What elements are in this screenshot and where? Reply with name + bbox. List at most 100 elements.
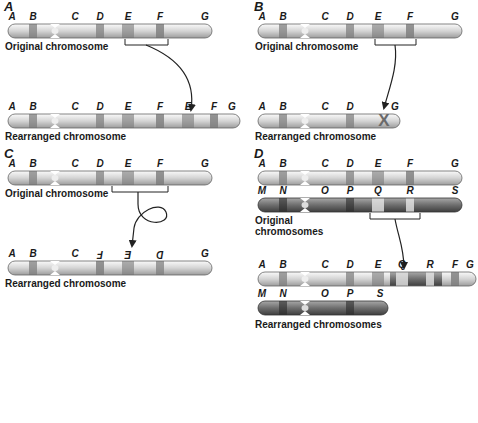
gene-label: D <box>96 102 103 112</box>
band <box>406 24 414 38</box>
arrow <box>384 45 396 108</box>
centromere <box>302 276 309 282</box>
gene-label: C <box>321 159 328 169</box>
chromosome <box>8 114 240 128</box>
caption: Rearranged chromosome <box>255 131 376 142</box>
band <box>96 114 104 128</box>
centromere <box>300 198 310 212</box>
chromosome-outline <box>258 198 462 212</box>
gene-label: E <box>125 12 132 22</box>
gene-label: F <box>407 12 413 22</box>
centromere <box>52 118 59 124</box>
band <box>182 114 194 128</box>
chromosome <box>8 261 212 275</box>
chromosome-body <box>258 272 476 286</box>
gene-label: M <box>258 289 266 299</box>
caption: Original chromosome <box>5 41 108 52</box>
gene-label: P <box>347 289 354 299</box>
gene-label: E <box>125 102 132 112</box>
bracket <box>370 213 420 219</box>
band <box>372 24 384 38</box>
band <box>372 171 384 185</box>
gene-label: G <box>201 12 209 22</box>
gene-label: D <box>346 12 353 22</box>
centromere <box>300 24 310 38</box>
gene-label: G <box>201 159 209 169</box>
chromosome-body <box>258 198 462 212</box>
band <box>372 198 384 212</box>
inverted-gene-label: E <box>125 249 132 259</box>
chromosome-outline <box>258 171 462 185</box>
band <box>279 114 287 128</box>
chromosome <box>258 24 462 38</box>
band <box>346 24 354 38</box>
chromosome-body <box>8 114 240 128</box>
gene-label: E <box>375 260 382 270</box>
centromere <box>302 175 309 181</box>
centromere <box>50 261 60 275</box>
gene-label: C <box>71 102 78 112</box>
gene-label: B <box>279 159 286 169</box>
gene-label: F <box>407 159 413 169</box>
band <box>346 171 354 185</box>
deletion-mark: X <box>378 112 389 129</box>
band <box>451 272 459 286</box>
gene-label: G <box>201 249 209 259</box>
band <box>96 171 104 185</box>
band <box>279 24 287 38</box>
gene-label: A <box>8 102 15 112</box>
gene-label: R <box>426 260 433 270</box>
gene-label: S <box>377 289 384 299</box>
arrow <box>146 45 192 110</box>
gene-label: N <box>279 289 286 299</box>
chromosome-body <box>258 171 462 185</box>
gene-label: D <box>346 102 353 112</box>
chromosome-body <box>8 171 212 185</box>
centromere <box>50 171 60 185</box>
gene-label: C <box>321 260 328 270</box>
gene-label: F <box>211 102 217 112</box>
band <box>406 171 414 185</box>
band <box>29 114 37 128</box>
gene-label: M <box>258 186 266 196</box>
caption: Rearranged chromosome <box>5 278 126 289</box>
gene-label: E <box>125 159 132 169</box>
chromosome-outline <box>8 171 212 185</box>
gene-label: A <box>8 159 15 169</box>
centromere <box>50 114 60 128</box>
band <box>156 171 164 185</box>
band <box>279 198 287 212</box>
band <box>346 272 354 286</box>
loop-arrow <box>132 192 167 246</box>
chromosome <box>258 301 388 315</box>
gene-label: C <box>71 249 78 259</box>
band <box>29 261 37 275</box>
band <box>346 114 354 128</box>
band <box>346 198 354 212</box>
gene-label: F <box>452 260 458 270</box>
chromosome-body <box>8 261 212 275</box>
chromosome-outline <box>8 24 212 38</box>
band <box>122 171 134 185</box>
band <box>96 261 104 275</box>
gene-label: P <box>347 186 354 196</box>
band <box>96 24 104 38</box>
gene-label: B <box>29 249 36 259</box>
band <box>279 301 287 315</box>
centromere <box>302 305 309 311</box>
gene-label: A <box>258 102 265 112</box>
bracket <box>112 186 168 192</box>
band <box>406 198 414 212</box>
gene-label: G <box>228 102 236 112</box>
gene-label: C <box>321 102 328 112</box>
chromosome-body <box>258 301 388 315</box>
band <box>426 272 434 286</box>
bracket <box>125 39 168 45</box>
centromere <box>300 171 310 185</box>
gene-label: A <box>8 249 15 259</box>
inverted-gene-label: F <box>97 249 103 259</box>
chromosome-outline <box>8 114 240 128</box>
gene-label: E <box>375 159 382 169</box>
